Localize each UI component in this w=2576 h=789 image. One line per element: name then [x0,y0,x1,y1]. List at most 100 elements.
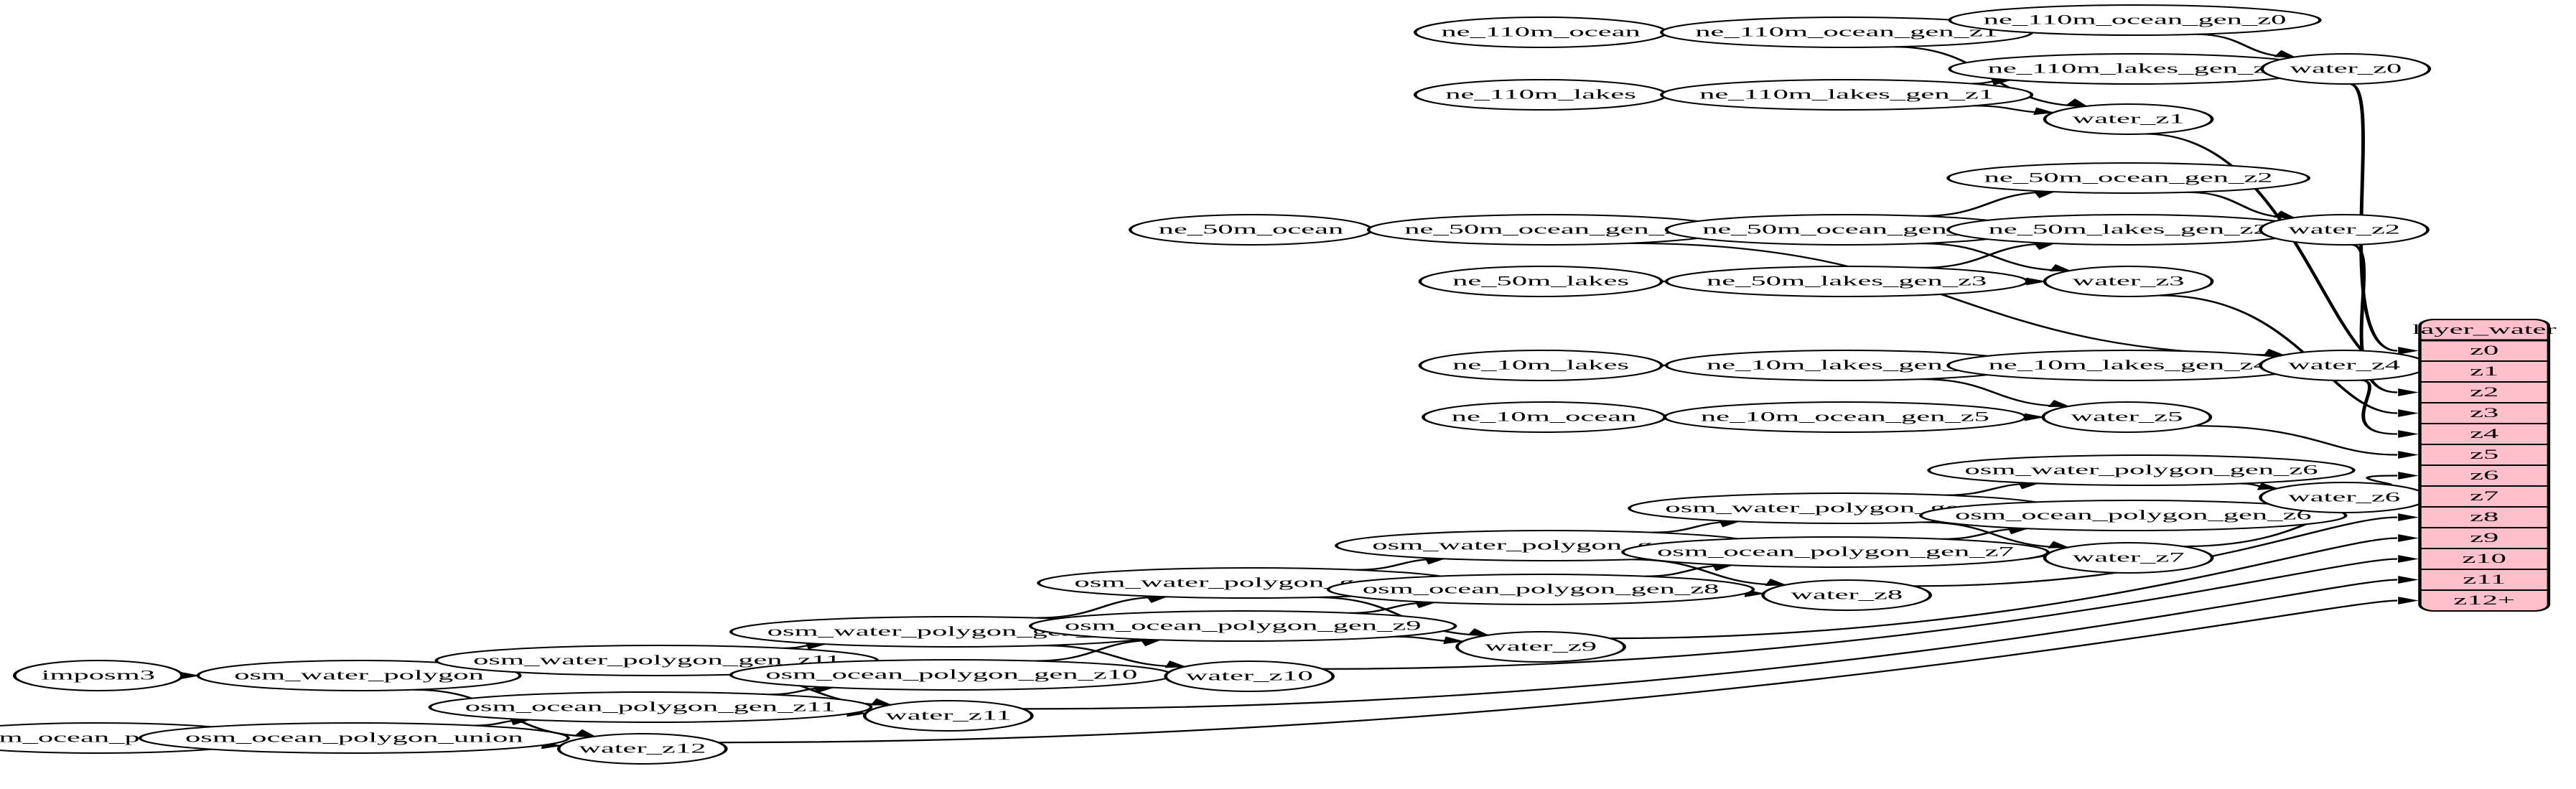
node-water_z4[interactable]: water_z4 [2259,350,2430,381]
edge-water_z9-to-layer-z9 [1610,537,2398,640]
node-shape-osm_ocean_polygon_gen_z8 [1326,574,1755,605]
node-water_z10[interactable]: water_z10 [1164,660,1335,692]
node-shape-ne_50m_ocean [1128,214,1373,246]
edge-water_z2-to-layer-z2 [2350,243,2398,393]
edge-arrowhead [2398,597,2419,604]
node-osm_ocean_polygon_gen_z9[interactable]: osm_ocean_polygon_gen_z9 [1028,610,1457,642]
edge-arrowhead [2398,513,2419,521]
edge-arrowhead [1165,660,1187,668]
node-shape-imposm3 [12,660,184,691]
layer-water-table: layer_waterz0z1z2z3z4z5z6z7z8z9z10z11z12… [2412,319,2557,612]
node-ne_50m_ocean[interactable]: ne_50m_ocean [1128,214,1373,246]
edge-ne_50m_lakes_gen_z3-to-ne_50m_lakes_gen_z2 [1921,243,2054,269]
node-ne_10m_lakes[interactable]: ne_10m_lakes [1418,350,1663,381]
node-osm_ocean_polygon_gen_z8[interactable]: osm_ocean_polygon_gen_z8 [1326,574,1755,605]
node-shape-water_z0 [2260,53,2432,85]
node-water_z9[interactable]: water_z9 [1455,631,1626,663]
node-shape-ne_50m_lakes_gen_z3 [1664,266,2029,297]
node-ne_110m_ocean_gen_z0[interactable]: ne_110m_ocean_gen_z0 [1948,4,2322,36]
node-shape-osm_ocean_polygon_union [138,722,570,754]
node-shape-osm_ocean_polygon_gen_z9 [1028,610,1457,642]
node-shape-water_z5 [2041,401,2213,433]
node-water_z12[interactable]: water_z12 [556,733,728,765]
edge-water_z10-to-layer-z10 [1322,558,2398,670]
edge-ne_10m_lakes_gen_z5-to-water_z5 [1921,378,2068,408]
node-shape-ne_110m_lakes [1413,79,1669,111]
edge-arrowhead [2398,451,2419,459]
node-shape-water_z8 [1761,579,1932,611]
node-osm_water_polygon_gen_z6[interactable]: osm_water_polygon_gen_z6 [1927,454,2356,486]
node-ne_50m_lakes_gen_z2[interactable]: ne_50m_lakes_gen_z2 [1946,214,2310,246]
edge-osm_water_polygon_gen_z10-to-water_z10 [1043,644,1185,668]
node-ne_50m_ocean_gen_z2[interactable]: ne_50m_ocean_gen_z2 [1946,162,2310,194]
node-water_z11[interactable]: water_z11 [862,700,1034,732]
edge-arrowhead [2263,348,2286,356]
node-shape-ne_50m_lakes [1418,266,1663,297]
edge-arrowhead [2398,347,2419,355]
node-ne_110m_lakes_gen_z1[interactable]: ne_110m_lakes_gen_z1 [1660,79,2034,111]
node-shape-ne_10m_lakes_gen_z4 [1946,350,2310,381]
node-ne_110m_ocean[interactable]: ne_110m_ocean [1413,17,1669,48]
node-water_z8[interactable]: water_z8 [1761,579,1932,611]
node-water_z5[interactable]: water_z5 [2041,401,2213,433]
node-osm_ocean_polygon_union[interactable]: osm_ocean_polygon_union [138,722,570,754]
edge-arrowhead [2066,98,2089,107]
node-shape-water_z1 [2043,103,2214,135]
edge-arrowhead [2398,555,2419,563]
node-shape-water_z9 [1455,631,1626,663]
node-water_z6[interactable]: water_z6 [2259,482,2430,513]
edge-arrowhead [1765,579,1788,587]
node-water_z7[interactable]: water_z7 [2043,542,2214,574]
node-osm_ocean_polygon_gen_z7[interactable]: osm_ocean_polygon_gen_z7 [1621,536,2050,568]
edge-ne_50m_ocean_gen_z3-to-ne_50m_ocean_gen_z2 [1921,191,2054,217]
node-shape-water_z6 [2259,482,2430,513]
edge-arrowhead [2398,409,2419,417]
node-shape-ne_110m_ocean_gen_z0 [1948,4,2322,36]
node-ne_10m_lakes_gen_z4[interactable]: ne_10m_lakes_gen_z4 [1946,350,2310,381]
node-water_z2[interactable]: water_z2 [2259,214,2430,246]
edge-arrowhead [2398,472,2419,480]
edge-arrowhead [2398,534,2419,542]
node-imposm3[interactable]: imposm3 [12,660,184,691]
node-shape-water_z7 [2043,542,2214,574]
edge-arrowhead [2049,264,2072,272]
node-ne_10m_ocean[interactable]: ne_10m_ocean [1422,401,1666,433]
node-water_z1[interactable]: water_z1 [2043,103,2214,135]
node-shape-osm_ocean_polygon_gen_z10 [729,659,1174,691]
node-shape-ne_50m_lakes_gen_z2 [1946,214,2310,246]
node-shape-water_z3 [2043,266,2214,297]
edge-water_z4-to-layer-z4 [2360,379,2398,435]
node-shape-water_z10 [1164,660,1335,692]
edge-arrowhead [870,698,893,706]
node-shape-osm_water_polygon [196,660,522,691]
node-shape-water_z12 [556,733,728,765]
edge-water_z11-to-layer-z11 [1022,579,2398,710]
node-shape-ne_110m_ocean [1413,17,1669,48]
node-osm_ocean_polygon_gen_z11[interactable]: osm_ocean_polygon_gen_z11 [428,691,873,723]
edge-arrowhead [2048,541,2071,548]
node-shape-osm_ocean_polygon_gen_z7 [1621,536,2050,568]
edge-arrowhead [2398,430,2419,438]
node-osm_ocean_polygon_gen_z10[interactable]: osm_ocean_polygon_gen_z10 [729,659,1174,691]
node-ne_50m_lakes_gen_z3[interactable]: ne_50m_lakes_gen_z3 [1664,266,2029,297]
edge-arrowhead [2026,277,2047,286]
edge-water_z8-to-layer-z8 [1913,516,2398,587]
node-shape-osm_ocean_polygon_gen_z11 [428,691,873,723]
node-shape-water_z11 [862,700,1034,732]
node-shape-ne_10m_ocean_gen_z5 [1663,401,2027,433]
node-water_z3[interactable]: water_z3 [2043,266,2214,297]
node-ne_50m_lakes[interactable]: ne_50m_lakes [1418,266,1663,297]
node-shape-osm_water_polygon_gen_z6 [1927,454,2356,486]
node-water_z0[interactable]: water_z0 [2260,53,2432,85]
node-ne_10m_ocean_gen_z5[interactable]: ne_10m_ocean_gen_z5 [1663,401,2027,433]
node-ne_110m_lakes[interactable]: ne_110m_lakes [1413,79,1669,111]
edge-arrowhead [2398,388,2419,396]
edge-water_z5-to-layer-z5 [2195,425,2398,456]
edge-arrowhead [1443,636,1465,645]
edge-ne_50m_ocean_gen_z4-to-water_z4 [1628,242,2284,356]
node-shape-water_z2 [2259,214,2430,246]
node-shape-ne_10m_lakes [1418,350,1663,381]
edge-arrowhead [2398,576,2419,584]
